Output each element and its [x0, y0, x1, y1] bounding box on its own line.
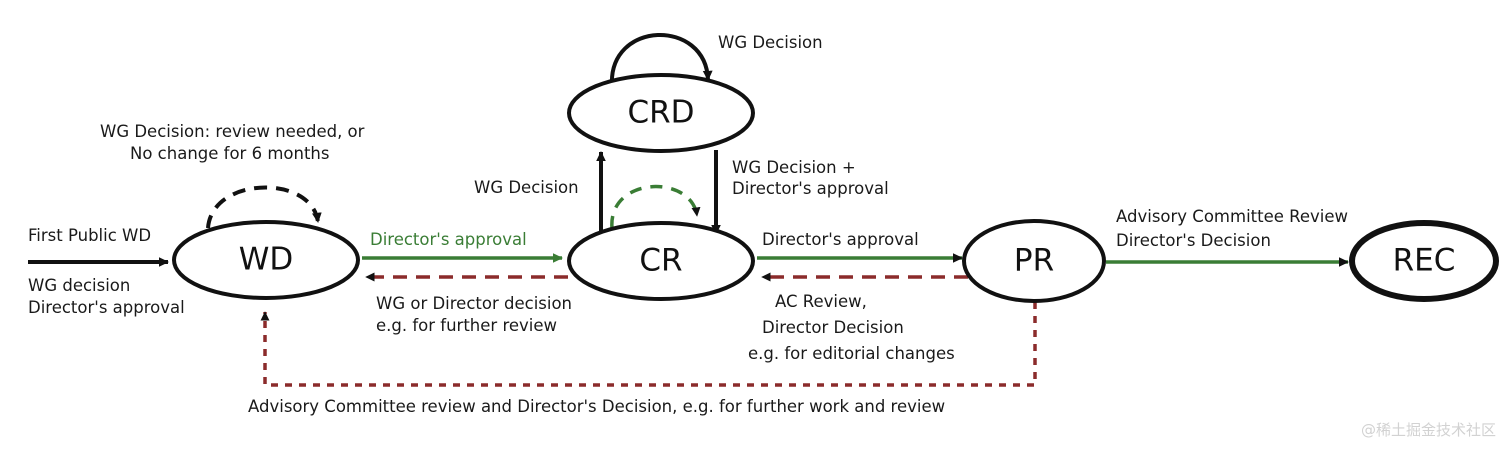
- label-cr-to-crd: WG Decision: [474, 178, 579, 197]
- node-cr-label: CR: [639, 243, 682, 279]
- node-pr-shape: [962, 219, 1106, 303]
- label-entry-bottom-1: WG decision: [28, 276, 130, 295]
- node-rec-label: REC: [1393, 243, 1456, 279]
- label-wd-to-cr: Director's approval: [370, 230, 527, 249]
- node-crd-label: CRD: [627, 95, 694, 131]
- label-pr-to-rec-2: Director's Decision: [1116, 231, 1271, 250]
- label-cr-to-wd-2: e.g. for further review: [376, 316, 557, 335]
- node-rec-shape: [1349, 220, 1499, 302]
- label-pr-to-cr-1: AC Review,: [775, 292, 867, 311]
- node-wd-label: WD: [239, 242, 294, 278]
- label-pr-to-wd-bottom: Advisory Committee review and Director's…: [248, 397, 945, 416]
- label-pr-to-cr-3: e.g. for editorial changes: [748, 344, 955, 363]
- label-entry-bottom-2: Director's approval: [28, 298, 185, 317]
- node-crd-shape: [567, 73, 755, 153]
- label-cr-to-pr: Director's approval: [762, 230, 919, 249]
- label-wd-selfloop-2: No change for 6 months: [130, 144, 329, 163]
- node-pr-label: PR: [1014, 243, 1054, 279]
- label-crd-selfloop: WG Decision: [718, 33, 823, 52]
- label-pr-to-cr-2: Director Decision: [762, 318, 904, 337]
- node-crd[interactable]: CRD: [567, 73, 755, 153]
- node-cr[interactable]: CR: [567, 221, 755, 301]
- edge-cr-selfloop: [610, 184, 701, 229]
- watermark: @稀土掘金技术社区: [1361, 421, 1496, 439]
- node-wd-shape: [172, 220, 360, 300]
- label-crd-to-cr-2: Director's approval: [732, 179, 889, 198]
- label-wd-selfloop-1: WG Decision: review needed, or: [100, 122, 365, 141]
- edge-pr-to-wd-bottom: [260, 302, 1037, 387]
- label-pr-to-rec-1: Advisory Committee Review: [1116, 207, 1348, 226]
- node-cr-shape: [567, 221, 755, 301]
- node-wd[interactable]: WD: [172, 220, 360, 300]
- label-cr-to-wd-1: WG or Director decision: [376, 294, 572, 313]
- label-crd-to-cr-1: WG Decision +: [732, 158, 856, 177]
- node-pr[interactable]: PR: [962, 219, 1106, 303]
- edge-crd-selfloop: [609, 33, 713, 87]
- edge-wd-selfloop: [206, 185, 322, 229]
- label-entry-top: First Public WD: [28, 226, 151, 245]
- node-rec[interactable]: REC: [1349, 220, 1499, 302]
